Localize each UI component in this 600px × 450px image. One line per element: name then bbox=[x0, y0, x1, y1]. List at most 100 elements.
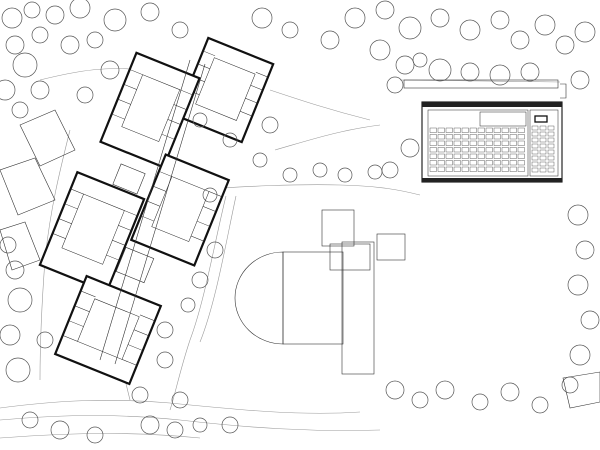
tree-canopy bbox=[460, 62, 480, 82]
seat-block bbox=[445, 134, 453, 140]
tree-canopy bbox=[435, 380, 455, 400]
tree-canopy bbox=[381, 161, 399, 179]
tree-canopy bbox=[459, 19, 481, 41]
tree-canopy bbox=[369, 39, 391, 61]
seat-block bbox=[531, 167, 539, 173]
seat-block bbox=[469, 166, 477, 172]
seat-block bbox=[547, 155, 555, 161]
seat-block bbox=[501, 134, 509, 140]
tree-canopy bbox=[221, 416, 239, 434]
seat-block bbox=[453, 127, 461, 133]
seat-block bbox=[445, 127, 453, 133]
courtyard-block-b bbox=[99, 51, 201, 169]
seat-block bbox=[517, 134, 525, 140]
seat-block bbox=[485, 140, 493, 146]
tree-canopy bbox=[131, 386, 149, 404]
courtyard-block-d bbox=[38, 170, 146, 294]
seat-block bbox=[493, 160, 501, 166]
tree-canopy bbox=[171, 21, 189, 39]
tree-canopy bbox=[575, 240, 595, 260]
seat-block bbox=[547, 161, 555, 167]
tree-canopy bbox=[282, 167, 298, 183]
seat-block bbox=[531, 155, 539, 161]
seat-block bbox=[509, 140, 517, 146]
seat-block bbox=[477, 134, 485, 140]
seat-block bbox=[509, 153, 517, 159]
seat-block bbox=[547, 125, 555, 131]
seat-block bbox=[453, 160, 461, 166]
seat-block bbox=[509, 160, 517, 166]
seat-block bbox=[477, 153, 485, 159]
seat-block bbox=[437, 134, 445, 140]
seat-block bbox=[437, 153, 445, 159]
tree-canopy bbox=[86, 426, 104, 444]
seat-block bbox=[477, 147, 485, 153]
tree-canopy bbox=[281, 21, 299, 39]
seat-block bbox=[501, 147, 509, 153]
tree-canopy bbox=[5, 357, 31, 383]
seat-block bbox=[501, 127, 509, 133]
seat-block bbox=[539, 149, 547, 155]
seat-block bbox=[429, 134, 437, 140]
tree-canopy bbox=[31, 26, 49, 44]
seat-block bbox=[485, 147, 493, 153]
tree-canopy bbox=[411, 391, 429, 409]
tree-canopy bbox=[0, 236, 17, 254]
seat-block bbox=[437, 166, 445, 172]
tree-canopy bbox=[12, 52, 38, 78]
seat-block bbox=[485, 160, 493, 166]
tree-canopy bbox=[191, 271, 209, 289]
seat-block bbox=[437, 147, 445, 153]
tree-canopy bbox=[569, 344, 591, 366]
seat-block bbox=[477, 160, 485, 166]
seat-block bbox=[539, 131, 547, 137]
tree-canopy bbox=[412, 52, 428, 68]
seat-block bbox=[539, 143, 547, 149]
seat-block bbox=[485, 166, 493, 172]
tree-canopy bbox=[534, 14, 556, 36]
tree-canopy bbox=[386, 76, 404, 94]
tree-canopy bbox=[5, 260, 25, 280]
tree-canopy bbox=[337, 167, 353, 183]
seat-block bbox=[493, 134, 501, 140]
tree-canopy bbox=[490, 10, 510, 30]
tree-canopy bbox=[574, 21, 596, 43]
tree-canopy bbox=[252, 152, 268, 168]
seat-block bbox=[509, 147, 517, 153]
tree-canopy bbox=[156, 351, 174, 369]
seat-block bbox=[539, 155, 547, 161]
seat-block bbox=[539, 161, 547, 167]
school-complex bbox=[38, 36, 275, 386]
tree-canopy bbox=[555, 35, 575, 55]
tree-canopy bbox=[23, 1, 41, 19]
tree-canopy bbox=[45, 5, 65, 25]
tree-canopy bbox=[0, 324, 21, 346]
seat-block bbox=[477, 166, 485, 172]
seat-block bbox=[509, 127, 517, 133]
seat-block bbox=[493, 140, 501, 146]
seat-block bbox=[477, 140, 485, 146]
seat-block bbox=[517, 127, 525, 133]
seat-block bbox=[531, 125, 539, 131]
seat-block bbox=[547, 137, 555, 143]
seat-block bbox=[547, 143, 555, 149]
tree-canopy bbox=[375, 0, 395, 20]
tree-canopy bbox=[1, 7, 23, 29]
tree-canopy bbox=[60, 35, 80, 55]
tree-canopy bbox=[202, 187, 218, 203]
tree-canopy bbox=[50, 420, 70, 440]
tree-canopy bbox=[222, 132, 238, 148]
tree-canopy bbox=[367, 164, 383, 180]
seat-block bbox=[429, 140, 437, 146]
tree-canopy bbox=[261, 116, 279, 134]
seat-block bbox=[493, 127, 501, 133]
tree-canopy bbox=[166, 421, 184, 439]
tree-canopy bbox=[531, 396, 549, 414]
courtyard-block-e bbox=[53, 274, 163, 386]
seat-block bbox=[517, 160, 525, 166]
seat-block bbox=[509, 166, 517, 172]
tree-canopy bbox=[5, 35, 25, 55]
seat-block bbox=[445, 147, 453, 153]
seat-block bbox=[485, 153, 493, 159]
tree-canopy bbox=[30, 80, 50, 100]
